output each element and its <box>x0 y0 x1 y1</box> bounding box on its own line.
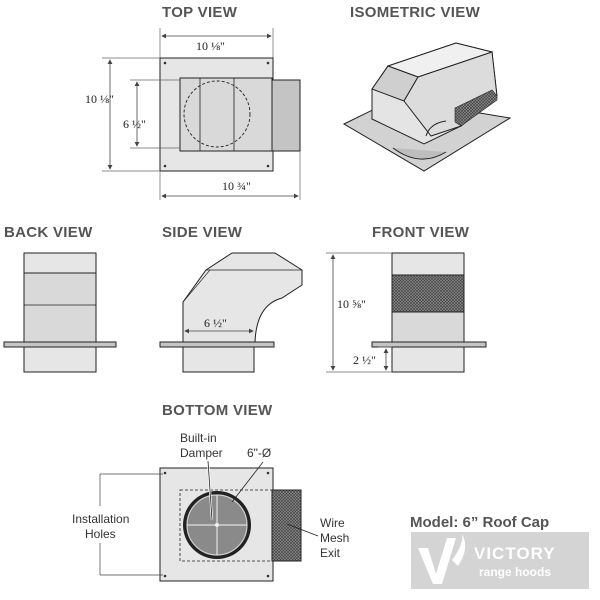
model-label: Model: 6” Roof Cap <box>410 514 549 531</box>
logo-v-mark <box>418 538 456 584</box>
front-hood-body <box>391 311 465 344</box>
back-hood-body <box>23 272 97 344</box>
top-inner-label: 6 ½" <box>123 117 146 131</box>
logo-flame <box>452 534 466 566</box>
isometric-view: ISOMETRIC VIEW <box>342 4 512 172</box>
front-hood-top <box>391 252 465 276</box>
side-view: SIDE VIEW 6 ½" <box>159 224 303 373</box>
iso-mesh-exit <box>454 89 498 127</box>
side-view-title: SIDE VIEW <box>162 224 243 241</box>
top-width-label: 10 ⅛" <box>196 39 225 53</box>
back-view-title: BACK VIEW <box>4 224 93 241</box>
side-opening-label: 6 ½" <box>204 316 227 330</box>
top-overall-label: 10 ¾" <box>222 179 251 193</box>
top-duct-outline <box>183 80 251 148</box>
back-hood-top <box>23 252 97 274</box>
diameter-label: 6"-Ø <box>247 446 271 460</box>
installation-hole <box>266 471 270 475</box>
holes-label-line2: Holes <box>85 527 116 541</box>
top-view-title: TOP VIEW <box>162 4 238 21</box>
side-hood-body <box>182 252 303 344</box>
front-view-title: FRONT VIEW <box>372 224 470 241</box>
side-collar <box>182 346 255 373</box>
mesh-label-line2: Mesh <box>320 531 349 545</box>
back-collar <box>23 346 97 373</box>
damper-label-line1: Built-in <box>180 431 217 445</box>
top-view: TOP VIEW 10 ⅛" 10 ⅛" 6 ½" 10 ¾" <box>85 4 301 200</box>
brand-name: VICTORY <box>474 544 556 563</box>
top-height-label: 10 ⅛" <box>85 92 114 106</box>
front-view: FRONT VIEW 10 ⅝" 2 ½" <box>326 224 487 373</box>
side-flange <box>159 341 275 348</box>
back-flange <box>3 341 117 348</box>
installation-hole <box>163 471 167 475</box>
front-mesh-exit <box>391 274 465 313</box>
victory-logo: VICTORY range hoods <box>411 532 589 589</box>
brand-tagline: range hoods <box>479 565 551 579</box>
front-collar <box>391 346 465 373</box>
installation-hole <box>266 574 270 578</box>
front-flange <box>371 341 487 348</box>
front-collar-label: 2 ½" <box>353 353 376 367</box>
bottom-view: BOTTOM VIEW Built-in Damper 6"-Ø Install… <box>72 402 349 582</box>
bottom-mesh-exit <box>271 489 302 562</box>
top-hood-body <box>179 77 273 152</box>
mesh-label-line3: Exit <box>320 546 341 560</box>
bottom-view-title: BOTTOM VIEW <box>162 402 273 419</box>
front-height-label: 10 ⅝" <box>337 297 366 311</box>
damper-label-line2: Damper <box>180 446 223 460</box>
top-outlet <box>271 79 301 152</box>
back-view: BACK VIEW <box>3 224 117 373</box>
mesh-label-line1: Wire <box>320 516 345 530</box>
installation-hole <box>163 574 167 578</box>
isometric-view-title: ISOMETRIC VIEW <box>350 4 481 21</box>
holes-label-line1: Installation <box>72 512 129 526</box>
